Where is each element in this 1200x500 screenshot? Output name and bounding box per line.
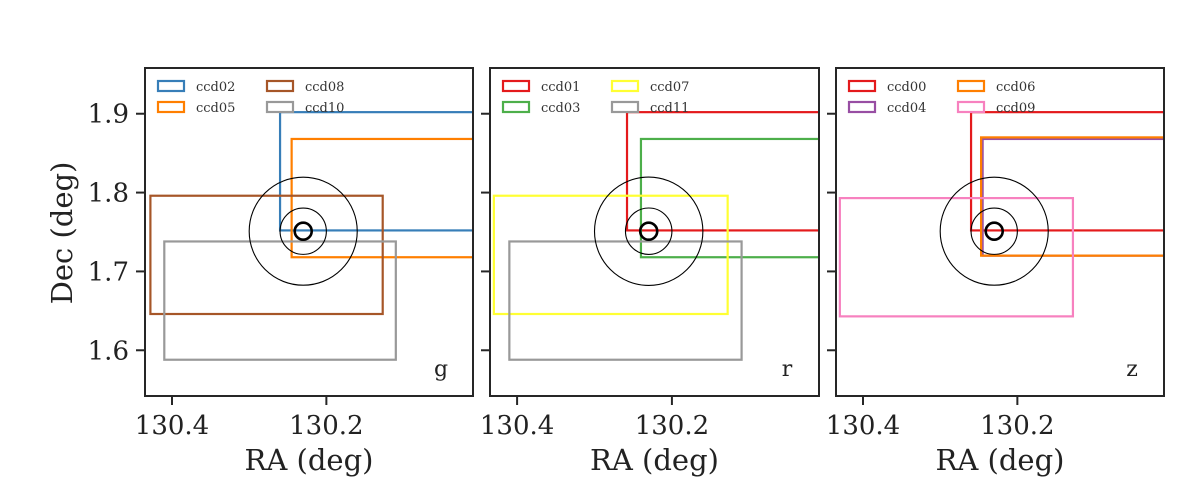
x-axis-title: RA (deg) <box>936 443 1065 477</box>
legend-label-ccd09: ccd09 <box>996 101 1035 116</box>
legend: ccd02 ccd05 ccd08 ccd10 <box>156 79 344 116</box>
legend-swatch-ccd11 <box>610 100 640 114</box>
panel-z: 130.4 130.2RA (deg) z ccd00 ccd04 ccd06 ccd09 <box>826 67 1165 477</box>
x-tick-label: 130.2 <box>289 411 363 441</box>
legend-swatch-ccd05 <box>156 100 186 114</box>
panel-r: 130.4 130.2RA (deg) r ccd01 ccd03 ccd07 ccd11 <box>480 67 820 477</box>
legend-label-ccd02: ccd02 <box>196 80 235 95</box>
x-tick-label: 130.4 <box>480 411 554 441</box>
axes-frame <box>144 67 474 397</box>
plot-area <box>149 111 473 361</box>
legend-label-ccd00: ccd00 <box>887 80 926 95</box>
legend-label-ccd10: ccd10 <box>305 101 344 116</box>
target-circle <box>248 176 358 286</box>
legend-label-ccd03: ccd03 <box>541 101 580 116</box>
x-axis-title: RA (deg) <box>245 443 374 477</box>
legend-label-ccd07: ccd07 <box>650 80 689 95</box>
legend-label-ccd04: ccd04 <box>887 101 926 116</box>
axes-frame <box>489 67 820 397</box>
y-tick-label: 1.7 <box>88 257 129 287</box>
x-tick-label: 130.2 <box>635 411 709 441</box>
footprint-ccd08 <box>149 194 384 316</box>
legend-swatch-ccd01 <box>501 79 531 93</box>
band-label: g <box>434 357 448 382</box>
legend-swatch-ccd07 <box>610 79 640 93</box>
footprint-ccd06 <box>979 136 1164 257</box>
target-circle <box>984 221 1005 242</box>
legend: ccd01 ccd03 ccd07 ccd11 <box>501 79 689 116</box>
y-tick-label: 1.6 <box>88 336 129 366</box>
plot-area <box>838 111 1164 318</box>
target-circle <box>970 207 1018 255</box>
x-tick-label: 130.2 <box>980 411 1054 441</box>
x-tick-label: 130.4 <box>826 411 900 441</box>
x-tick-label: 130.4 <box>135 411 209 441</box>
legend-swatch-ccd00 <box>847 79 877 93</box>
legend-label-ccd01: ccd01 <box>541 80 580 95</box>
footprint-ccd09 <box>838 196 1075 318</box>
footprint-ccd10 <box>163 240 397 361</box>
y-axis-title: Dec (deg) <box>45 162 79 305</box>
footprint-ccd11 <box>508 240 743 361</box>
legend-swatch-ccd09 <box>956 100 986 114</box>
legend-swatch-ccd10 <box>265 100 295 114</box>
target-circle <box>279 207 327 255</box>
legend-label-ccd05: ccd05 <box>196 101 235 116</box>
footprint-ccd00 <box>969 111 1164 232</box>
target-circle <box>638 221 659 242</box>
band-label: z <box>1126 357 1138 382</box>
footprint-ccd05 <box>290 137 473 259</box>
footprint-ccd03 <box>639 137 819 259</box>
y-tick-label: 1.8 <box>88 179 129 209</box>
legend-label-ccd11: ccd11 <box>650 101 689 116</box>
footprint-ccd02 <box>278 111 473 232</box>
plot-area <box>492 111 819 361</box>
band-label: r <box>782 357 793 382</box>
legend-swatch-ccd08 <box>265 79 295 93</box>
target-circle <box>593 176 704 286</box>
legend-swatch-ccd04 <box>847 100 877 114</box>
legend-swatch-ccd03 <box>501 100 531 114</box>
legend-label-ccd08: ccd08 <box>305 80 344 95</box>
footprint-ccd01 <box>625 111 819 232</box>
y-tick-label: 1.9 <box>88 100 129 130</box>
target-circle <box>624 207 673 255</box>
target-circle <box>293 221 314 242</box>
footprint-ccd07 <box>492 194 729 316</box>
legend-swatch-ccd02 <box>156 79 186 93</box>
target-circle <box>939 176 1049 286</box>
axes-frame <box>835 67 1165 397</box>
x-axis-title: RA (deg) <box>590 443 719 477</box>
legend-label-ccd06: ccd06 <box>996 80 1035 95</box>
legend: ccd00 ccd04 ccd06 ccd09 <box>847 79 1035 116</box>
legend-swatch-ccd06 <box>956 79 986 93</box>
